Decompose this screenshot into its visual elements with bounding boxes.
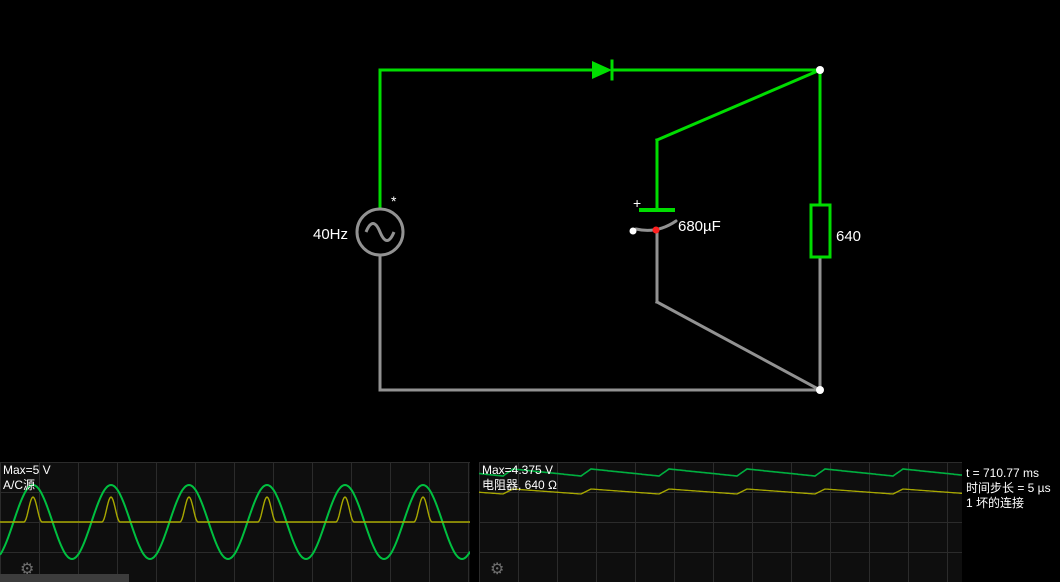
scope-resistor[interactable]: Max=4.375 V 电阻器, 640 Ω ⚙ [479, 462, 962, 582]
circuit-canvas[interactable]: 40Hz * 640 + 680µF [0, 0, 1060, 462]
bad-connection-warning: 1 坏的连接 [966, 496, 1025, 510]
settings-gear-icon[interactable]: ⚙ [490, 561, 505, 578]
node-dot[interactable] [816, 386, 824, 394]
scope-max-label: Max=5 V [3, 463, 51, 477]
scope-max-label: Max=4.375 V [482, 463, 554, 477]
sim-time: t = 710.77 ms [966, 466, 1040, 480]
ac-source-terminal-marker: * [391, 193, 397, 209]
resistor-value-label: 640 [836, 228, 861, 245]
scope-label-block: Max=4.375 V 电阻器, 640 Ω [482, 463, 557, 493]
scope-label-block: Max=5 V A/C源 [3, 463, 51, 493]
settings-gear-icon[interactable]: ⚙ [20, 561, 35, 578]
wire[interactable] [654, 299, 823, 393]
wire[interactable] [655, 68, 822, 142]
wires-neutral[interactable] [378, 230, 823, 393]
scope-waveform-svg [479, 468, 962, 495]
wires-positive[interactable] [378, 68, 822, 211]
scope-source-label: 电阻器, 640 Ω [482, 478, 557, 492]
capacitor-polarity-marker: + [633, 195, 641, 211]
scope-source-label: A/C源 [3, 478, 36, 492]
ac-source-frequency-label: 40Hz [313, 226, 348, 243]
scrollbar-thumb[interactable] [0, 574, 129, 582]
capacitor-value-label: 680µF [678, 218, 721, 235]
ac-source[interactable] [355, 207, 405, 257]
bad-connection-dot[interactable] [652, 226, 660, 234]
sim-timestep: 时间步长 = 5 µs [966, 481, 1051, 495]
scope-ac-source[interactable]: Max=5 V A/C源 ⚙ [0, 462, 470, 582]
resistor[interactable] [809, 203, 832, 259]
status-panel: t = 710.77 ms 时间步长 = 5 µs 1 坏的连接 [966, 466, 1051, 511]
scope-waveform-svg [0, 483, 470, 561]
node-dot[interactable] [816, 66, 824, 74]
diode[interactable] [592, 59, 614, 81]
circuit-svg: 40Hz * 640 + 680µF [313, 59, 861, 394]
terminal-post-dot[interactable] [629, 227, 637, 235]
